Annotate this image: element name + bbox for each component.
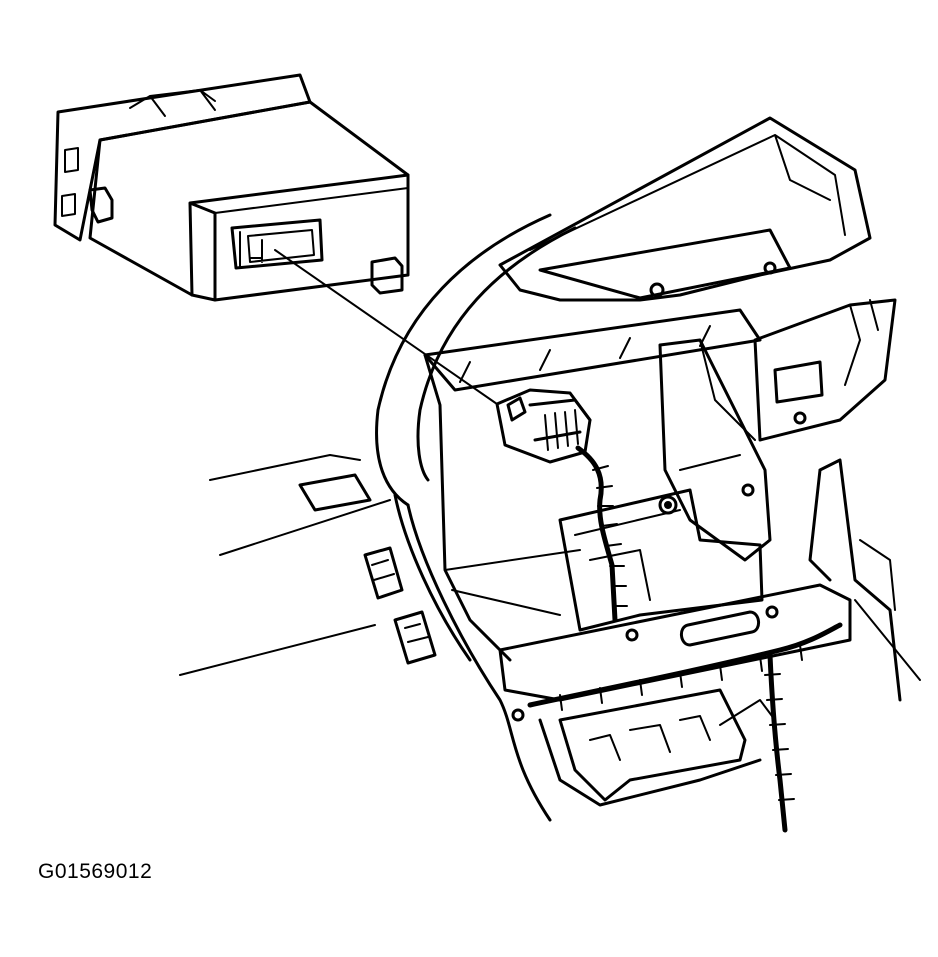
lower-duct-outer	[538, 718, 762, 807]
harness-plug-latch	[506, 396, 527, 422]
module-side-slots	[61, 147, 79, 217]
module-mount-plate	[558, 488, 764, 632]
harness-plug-body	[495, 388, 592, 464]
upper-dash-cover	[498, 116, 872, 302]
left-vent-lower	[393, 610, 437, 665]
mount-plate-screw	[658, 495, 678, 515]
right-side-lines	[854, 539, 921, 681]
left-trim-block	[298, 473, 372, 512]
upper-cover-inner	[529, 134, 846, 251]
harness-wire-drop-tape	[764, 673, 795, 801]
harness-branch-small	[719, 699, 776, 726]
lower-crossbar-hole-3	[511, 708, 525, 722]
left-trim-lines	[179, 454, 391, 676]
lower-crossbar-hole-1	[625, 628, 639, 642]
harness-wire-drop	[767, 652, 788, 833]
lower-crossbar-hole-2	[765, 605, 779, 619]
lower-duct	[558, 688, 747, 802]
wiring-harness	[495, 388, 843, 833]
mount-plate-inner	[574, 509, 681, 601]
harness-wire-tape	[592, 465, 628, 607]
cavity-floor	[444, 549, 581, 616]
right-mount-hole	[793, 411, 807, 425]
module-top-ribs	[129, 89, 216, 117]
module-body	[88, 100, 410, 302]
cavity-left-wall	[423, 353, 512, 662]
figure-id-label: G01569012	[38, 860, 153, 883]
upper-bracket-bolt	[649, 282, 665, 298]
upper-bracket	[538, 228, 792, 300]
upper-bracket-bolt-2	[763, 261, 777, 275]
left-vent-lower-inner	[404, 623, 429, 643]
cavity-top-bar	[423, 308, 762, 392]
instrument-panel	[179, 116, 921, 822]
module-foot	[370, 256, 404, 295]
dash-shell-curve	[375, 213, 552, 507]
cavity-top-teeth	[459, 325, 711, 383]
connector-leader-line	[274, 249, 498, 405]
harness-wire-upper	[575, 445, 618, 623]
right-mount-slot	[773, 360, 824, 404]
center-support	[658, 338, 772, 562]
lower-duct-ribs	[589, 715, 711, 761]
center-support-hole	[741, 483, 755, 497]
right-mount-flange	[844, 299, 879, 386]
harness-wire-lower-tape	[559, 644, 803, 711]
module-connector-latch	[239, 231, 263, 269]
lower-crossbar-slot	[680, 610, 760, 647]
harness-plug-pins	[544, 409, 579, 451]
center-support-edge	[679, 339, 756, 471]
dash-lower-inner	[393, 493, 472, 662]
control-module	[53, 73, 410, 302]
module-face-line	[214, 187, 409, 214]
module-front-edge	[188, 173, 410, 302]
right-side-column	[808, 458, 902, 702]
dash-lower-edge	[406, 503, 552, 822]
harness-wire-lower	[527, 622, 843, 708]
lower-crossbar	[498, 583, 852, 702]
harness-plug-face	[528, 398, 592, 442]
mount-plate-screw-center	[664, 501, 672, 509]
module-connector-socket	[230, 218, 324, 270]
left-vent-upper	[363, 546, 404, 600]
left-vent-upper-inner	[371, 559, 395, 581]
